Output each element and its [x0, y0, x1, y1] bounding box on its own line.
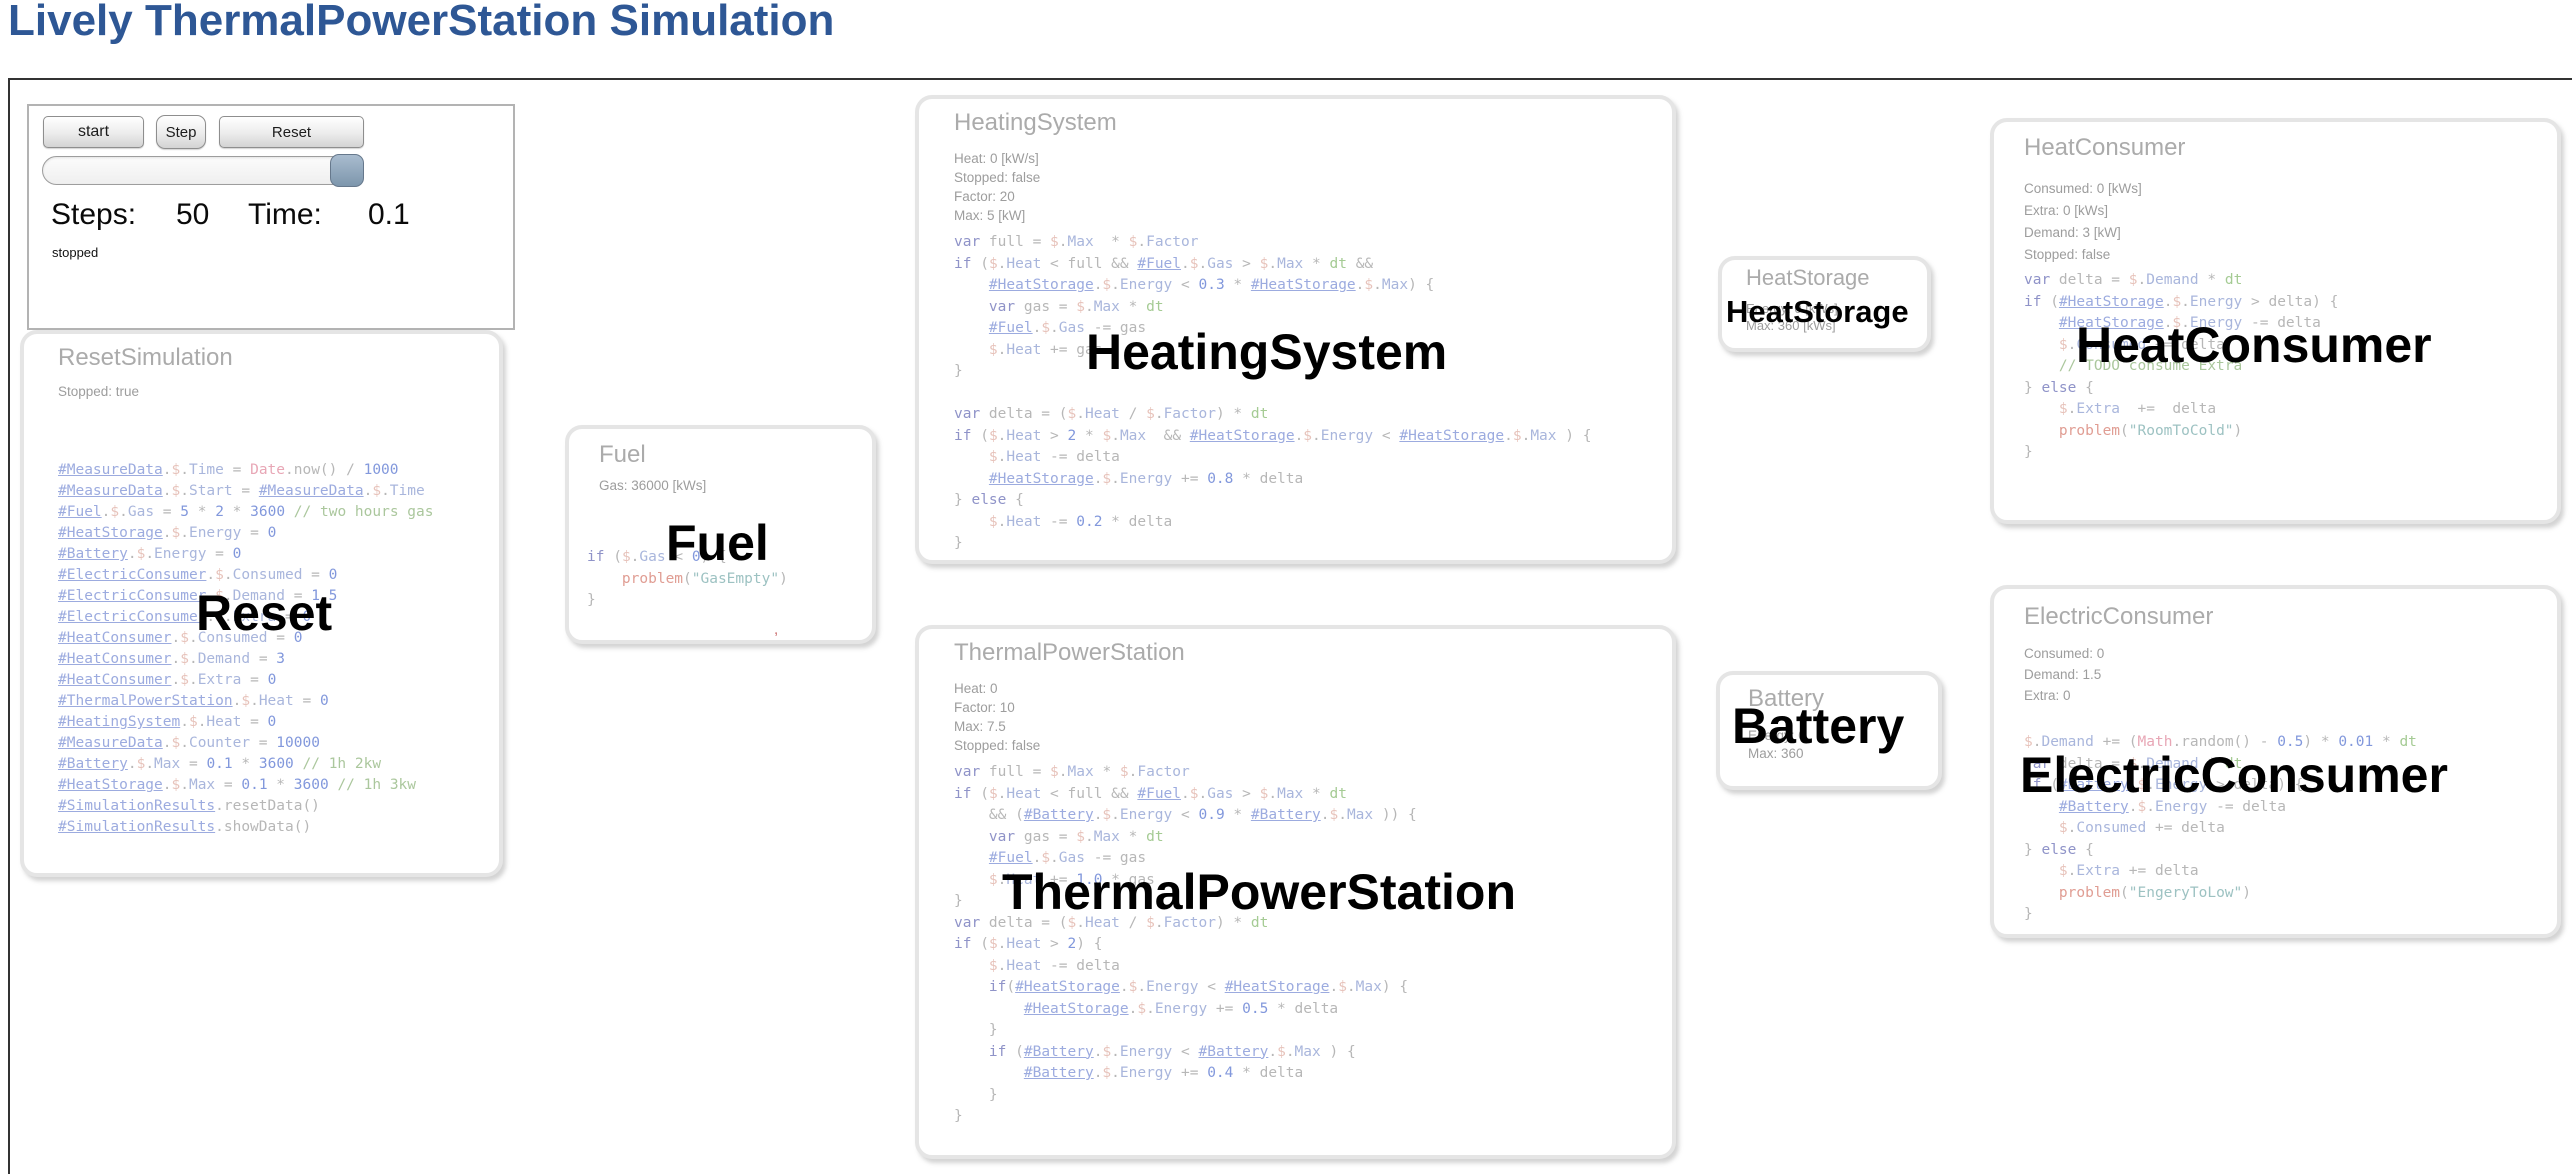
panel-stats: Consumed: 0 [kWs] Extra: 0 [kWs] Demand:… — [2024, 181, 2142, 262]
panel-title: ThermalPowerStation — [954, 639, 1185, 666]
panel-title: HeatStorage — [1746, 265, 1870, 290]
panel-battery[interactable]: Battery Energy: 0 Max: 360 — [1716, 671, 1942, 790]
drag-label-reset: Reset — [196, 585, 333, 641]
code-editor[interactable]: #MeasureData.$.Time = Date.now() / 1000 … — [58, 462, 434, 835]
panel-title: HeatingSystem — [954, 109, 1117, 136]
panel-stats: Energy: 0 Max: 360 — [1748, 728, 1806, 761]
step-button[interactable]: Step — [156, 115, 206, 149]
panel-stats: Heat: 0 Factor: 10 Max: 7.5 Stopped: fal… — [954, 681, 1041, 753]
code-editor[interactable]: var delta = $.Demand * dt if (#HeatStora… — [2024, 272, 2339, 460]
drag-label-thermal-power-station: ThermalPowerStation — [1002, 864, 1516, 920]
steps-label: Steps: — [51, 198, 137, 231]
panel-stats: Stopped: true — [58, 384, 140, 399]
panel-heat-consumer[interactable]: HeatConsumer Consumed: 0 [kWs] Extra: 0 … — [1990, 118, 2561, 524]
panel-stats: Energy: 0 [kWs] Max: 360 [kWs] — [1746, 301, 1838, 333]
panel-title: Fuel — [599, 441, 646, 468]
steps-value: 50 — [176, 198, 210, 231]
drag-label-fuel: Fuel — [666, 515, 769, 571]
panel-title: ResetSimulation — [58, 344, 233, 371]
speed-slider[interactable] — [42, 154, 364, 187]
panel-fuel[interactable]: Fuel Gas: 36000 [kWs] if ($.Gas < 0) { p… — [565, 425, 876, 644]
panel-stats: Heat: 0 [kW/s] Stopped: false Factor: 20… — [954, 151, 1041, 223]
code-editor[interactable]: $.Demand += (Math.random() - 0.5) * 0.01… — [2024, 734, 2417, 922]
drag-label-battery: Battery — [1732, 698, 1905, 754]
drag-label-heating-system: HeatingSystem — [1086, 324, 1448, 380]
slider-thumb[interactable] — [330, 154, 364, 187]
panel-thermal-power-station[interactable]: ThermalPowerStation Heat: 0 Factor: 10 M… — [915, 625, 1676, 1159]
drag-label-heat-storage: HeatStorage — [1726, 294, 1909, 329]
start-button[interactable]: start — [43, 116, 144, 148]
panel-title: Battery — [1748, 685, 1825, 712]
code-editor[interactable]: var full = $.Max * $.Factor if ($.Heat <… — [954, 764, 1417, 1124]
panel-title: ElectricConsumer — [2024, 603, 2214, 630]
panel-stats: Gas: 36000 [kWs] — [599, 478, 707, 493]
time-value: 0.1 — [368, 198, 410, 231]
drag-label-electric-consumer: ElectricConsumer — [2020, 747, 2448, 803]
stray-cursor-mark: , — [774, 621, 779, 638]
simulation-canvas — [8, 78, 2572, 1174]
code-editor[interactable]: var full = $.Max * $.Factor if ($.Heat <… — [954, 234, 1592, 551]
panel-heat-storage[interactable]: HeatStorage Energy: 0 [kWs] Max: 360 [kW… — [1718, 256, 1931, 352]
time-label: Time: — [248, 198, 322, 231]
page-title: Lively ThermalPowerStation Simulation — [8, 0, 835, 45]
panel-stats: Consumed: 0 Demand: 1.5 Extra: 0 — [2024, 646, 2105, 703]
reset-button[interactable]: Reset — [219, 116, 364, 148]
drag-label-heat-consumer: HeatConsumer — [2076, 317, 2432, 373]
code-editor[interactable]: if ($.Gas < 0) { problem("GasEmpty") } — [587, 549, 788, 608]
panel-title: HeatConsumer — [2024, 134, 2186, 161]
panel-heating-system[interactable]: HeatingSystem Heat: 0 [kW/s] Stopped: fa… — [915, 95, 1676, 564]
panel-electric-consumer[interactable]: ElectricConsumer Consumed: 0 Demand: 1.5… — [1990, 585, 2561, 938]
control-panel: start Step Reset Steps: 50 Time: 0.1 sto… — [27, 104, 515, 330]
panel-reset-simulation[interactable]: ResetSimulation Stopped: true #MeasureDa… — [20, 330, 503, 877]
status-text: stopped — [52, 245, 99, 260]
